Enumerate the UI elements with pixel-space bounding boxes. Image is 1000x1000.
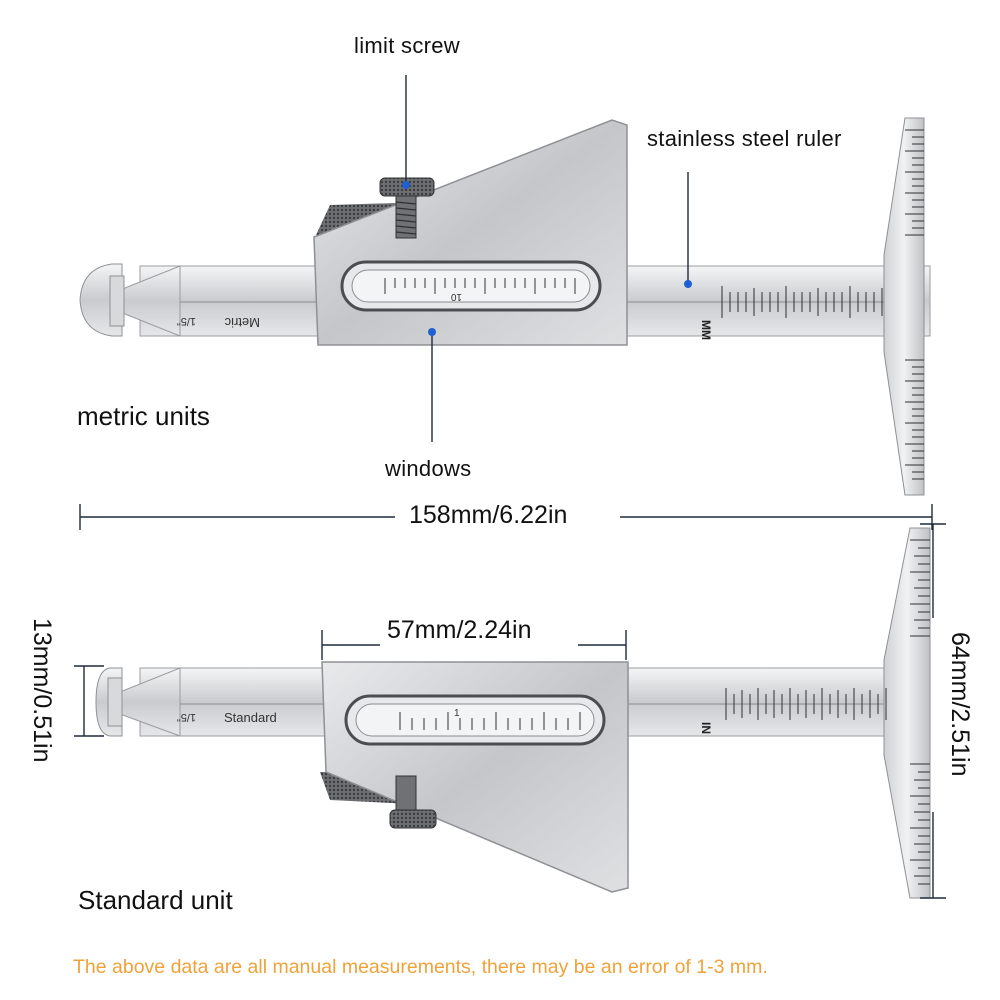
label-metric-units: metric units: [77, 401, 210, 431]
dimension-ruler-height: [920, 523, 946, 899]
dimension-label-overall-length: 158mm/6.22in: [403, 503, 574, 528]
limit-screw-knob-bottom: [389, 809, 437, 829]
t-ruler-vertical-top: [883, 117, 925, 496]
fraction-engraving-top: 1/5": [177, 315, 196, 327]
window-mark-top: 10: [450, 291, 462, 302]
label-stainless-steel-ruler: stainless steel ruler: [647, 126, 842, 151]
standard-engraving: Standard: [224, 710, 277, 725]
limit-screw-thread-bottom: [395, 775, 417, 813]
callout-dot-windows: [428, 328, 436, 336]
standard-unit-mark: IN: [699, 722, 713, 734]
dimension-label-ruler-height: 64mm/2.51in: [946, 626, 974, 783]
standard-gauge: 1 IN Standard 1/5": [95, 527, 931, 899]
footer-note: The above data are all manual measuremen…: [73, 956, 768, 978]
rod-scale-bottom: [725, 688, 887, 720]
label-limit-screw: limit screw: [354, 33, 460, 58]
t-ruler-ticks-bottom: [910, 539, 930, 885]
dimension-body-width: [321, 630, 627, 660]
dimension-label-body-width: 57mm/2.24in: [383, 618, 536, 643]
callout-dot-limit-screw: [402, 181, 410, 189]
callout-dot-ruler: [684, 280, 692, 288]
dimension-label-head-height: 13mm/0.51in: [28, 612, 56, 769]
dimension-head-height: [74, 665, 104, 737]
window-scale-bottom: [399, 712, 581, 730]
metric-unit-mark: MM: [699, 320, 713, 340]
t-ruler-vertical-bottom: [883, 527, 931, 899]
metric-gauge: 10 MM Metric 1/5": [79, 117, 931, 496]
window-mark-bottom: 1: [454, 708, 460, 719]
metric-engraving: Metric: [224, 315, 260, 330]
rod-scale-top: [721, 286, 883, 318]
fraction-engraving-bottom: 1/5": [177, 711, 196, 723]
dimension-overall-length: [79, 504, 933, 530]
window-scale-top: [384, 278, 576, 294]
t-ruler-ticks-top: [905, 129, 924, 480]
label-standard-unit: Standard unit: [78, 885, 233, 915]
label-windows: windows: [385, 456, 472, 481]
